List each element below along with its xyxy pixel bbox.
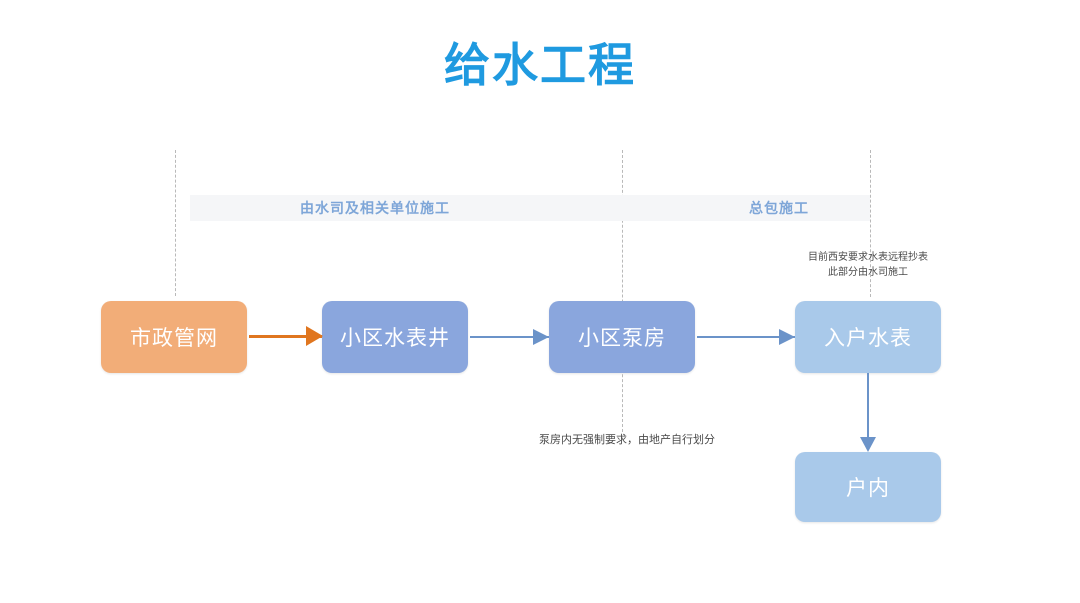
arrow-head-icon-household-meter-to-indoor [860, 437, 876, 452]
arrow-pump-room-to-household-meter [697, 336, 795, 338]
annotation-household-meter: 目前西安要求水表远程抄表 此部分由水司施工 [793, 251, 943, 280]
annotation-household-meter-line2: 此部分由水司施工 [828, 266, 908, 278]
phase-divider-middle [622, 150, 623, 432]
phase-divider-left [175, 150, 176, 296]
phase-divider-right [870, 150, 871, 297]
node-community-meter-well[interactable]: 小区水表井 [322, 301, 468, 373]
phase-label-general-contractor: 总包施工 [749, 200, 809, 216]
node-indoor[interactable]: 户内 [795, 452, 941, 522]
annotation-household-meter-line1: 目前西安要求水表远程抄表 [808, 252, 928, 263]
node-household-water-meter[interactable]: 入户水表 [795, 301, 941, 373]
phase-label-water-company: 由水司及相关单位施工 [300, 200, 450, 216]
node-municipal-network[interactable]: 市政管网 [101, 301, 247, 373]
phase-band [190, 195, 870, 221]
arrow-municipal-to-meter-well [249, 335, 322, 338]
arrow-meter-well-to-pump-room [470, 336, 549, 338]
arrow-household-meter-to-indoor [867, 373, 869, 441]
annotation-pump-room: 泵房内无强制要求，由地产自行划分 [539, 434, 715, 446]
arrow-head-icon-municipal-to-meter-well [306, 326, 323, 346]
arrow-head-icon-pump-room-to-household-meter [779, 329, 795, 345]
arrow-head-icon-meter-well-to-pump-room [533, 329, 549, 345]
node-community-pump-room[interactable]: 小区泵房 [549, 301, 695, 373]
page-title: 给水工程 [444, 39, 636, 91]
